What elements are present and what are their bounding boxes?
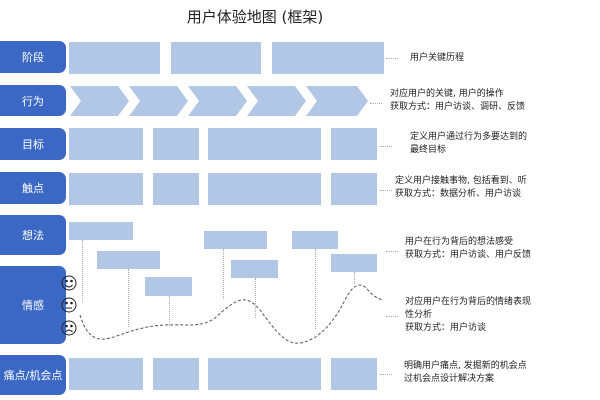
connector-line bbox=[169, 296, 170, 326]
row-label-thought: 想法 bbox=[0, 215, 66, 255]
touchpoint-box bbox=[331, 173, 377, 205]
goal-box bbox=[331, 128, 377, 160]
note-line: 对应用户的关键, 用户的操作 bbox=[390, 89, 504, 99]
action-chevron bbox=[129, 86, 188, 116]
note-leader bbox=[386, 316, 398, 317]
page-title: 用户体验地图 (框架) bbox=[186, 8, 324, 26]
action-chevron bbox=[70, 86, 129, 116]
note-line: 定义用户接触事物, 包括看到、听 bbox=[395, 176, 527, 186]
connector-line bbox=[128, 269, 129, 327]
thought-box bbox=[231, 260, 278, 278]
touchpoint-box bbox=[153, 173, 199, 205]
stage-box bbox=[171, 42, 261, 74]
touchpoint-box bbox=[208, 173, 321, 205]
note-line: 获取方式：数据分析、用户访谈 bbox=[395, 189, 522, 199]
note-goal: 定义用户通过行为多要达到的最终目标 bbox=[410, 131, 527, 157]
row-label-touchpoint: 触点 bbox=[0, 172, 66, 204]
stage-box bbox=[69, 42, 160, 74]
note-line: 获取方式：用户访谈、用户反馈 bbox=[405, 250, 532, 260]
painpoint-box bbox=[208, 358, 321, 390]
note-line: 定义用户通过行为多要达到的 bbox=[410, 132, 528, 142]
row-label-action: 行为 bbox=[0, 85, 66, 116]
thought-box bbox=[97, 251, 160, 269]
goal-box bbox=[153, 128, 199, 160]
row-label-emotion: 情感 bbox=[0, 266, 66, 344]
connector-line bbox=[223, 249, 224, 299]
thought-box bbox=[145, 277, 192, 296]
goal-box bbox=[208, 128, 321, 160]
note-line: 最终目标 bbox=[410, 145, 447, 155]
note-line: 过机会点设计解决方案 bbox=[404, 374, 495, 384]
note-line: 用户在行为背后的想法感受 bbox=[405, 237, 514, 247]
stage-box bbox=[272, 42, 384, 74]
action-chevron bbox=[188, 86, 247, 116]
note-leader bbox=[380, 374, 392, 375]
note-line: 对应用户在行为背后的情绪表现 bbox=[405, 297, 532, 307]
note-line: 性分析 bbox=[405, 310, 433, 320]
connector-line bbox=[354, 272, 355, 284]
note-line: 明确用户痛点, 发掘新的机会点 bbox=[404, 361, 527, 371]
thought-box bbox=[204, 231, 267, 249]
row-label-stage: 阶段 bbox=[0, 41, 66, 73]
connector-line bbox=[82, 240, 83, 302]
goal-box bbox=[69, 128, 143, 160]
note-leader bbox=[386, 251, 398, 252]
connector-line bbox=[255, 278, 256, 318]
thought-box bbox=[331, 254, 377, 272]
note-line: 获取方式：用户访谈 bbox=[405, 323, 487, 333]
note-thought: 用户在行为背后的想法感受获取方式：用户访谈、用户反馈 bbox=[405, 236, 531, 262]
action-chevron bbox=[306, 86, 368, 116]
note-touchpoint: 定义用户接触事物, 包括看到、听获取方式：数据分析、用户访谈 bbox=[395, 175, 527, 201]
sad-face-icon bbox=[61, 320, 77, 336]
painpoint-box bbox=[331, 358, 377, 390]
note-line: 获取方式：用户访谈、调研、反馈 bbox=[390, 102, 526, 112]
note-stage: 用户关键历程 bbox=[410, 52, 464, 65]
thought-box bbox=[292, 231, 338, 249]
note-emotion: 对应用户在行为背后的情绪表现性分析获取方式：用户访谈 bbox=[405, 296, 531, 335]
touchpoint-box bbox=[69, 173, 143, 205]
thought-box bbox=[69, 222, 133, 240]
action-chevron bbox=[247, 86, 306, 116]
row-label-painpoint: 痛点/机会点 bbox=[0, 355, 66, 395]
note-action: 对应用户的关键, 用户的操作获取方式：用户访谈、调研、反馈 bbox=[390, 88, 525, 114]
note-line: 用户关键历程 bbox=[410, 53, 465, 63]
row-label-goal: 目标 bbox=[0, 128, 66, 160]
note-leader bbox=[386, 58, 398, 59]
note-leader bbox=[370, 103, 382, 104]
painpoint-box bbox=[153, 358, 199, 390]
note-painpoint: 明确用户痛点, 发掘新的机会点过机会点设计解决方案 bbox=[404, 360, 527, 386]
note-leader bbox=[380, 146, 392, 147]
emotion-curve bbox=[79, 284, 383, 344]
neutral-face-icon bbox=[61, 297, 77, 313]
connector-line bbox=[315, 249, 316, 329]
happy-face-icon bbox=[61, 275, 77, 291]
note-leader bbox=[380, 190, 392, 191]
painpoint-box bbox=[69, 358, 143, 390]
